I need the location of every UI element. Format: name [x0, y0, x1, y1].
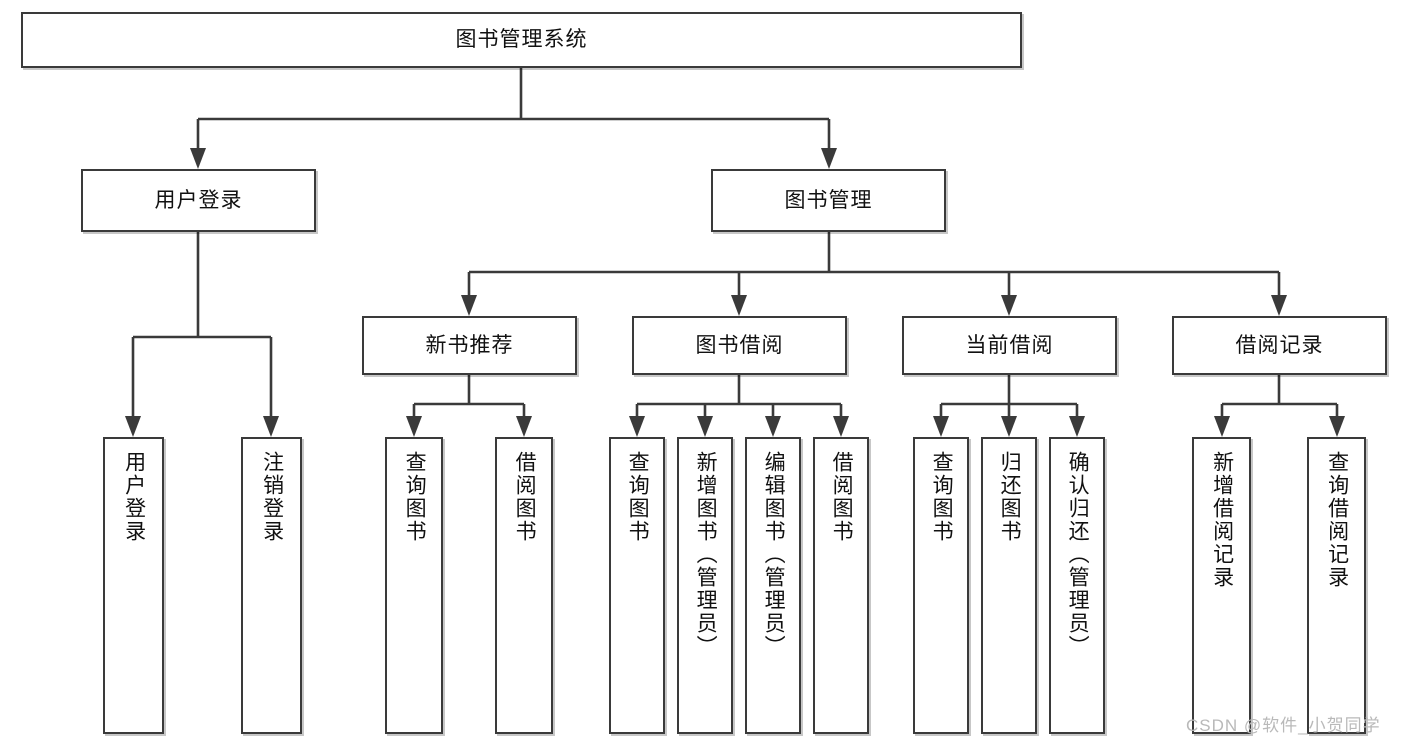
node-user-login[interactable]: 用户登录 [81, 169, 316, 232]
node-leaf-add-book[interactable]: 新增图书（管理员） [677, 437, 733, 734]
node-label: 用户登录 [154, 188, 243, 212]
node-leaf-edit-book[interactable]: 编辑图书（管理员） [745, 437, 801, 734]
node-label: 归还图书 [998, 451, 1022, 543]
node-book-borrow[interactable]: 图书借阅 [632, 316, 847, 375]
node-leaf-logout-login[interactable]: 注销登录 [241, 437, 302, 734]
node-root-book-management-system[interactable]: 图书管理系统 [21, 12, 1022, 68]
node-label: 查询图书 [930, 451, 954, 543]
node-label: 查询图书 [403, 451, 427, 543]
node-label: 确认归还（管理员） [1066, 451, 1090, 658]
node-label: 新书推荐 [425, 333, 514, 357]
node-label: 新增借阅记录 [1210, 451, 1234, 589]
node-label: 当前借阅 [965, 333, 1054, 357]
node-label: 用户登录 [122, 451, 146, 543]
csdn-watermark: CSDN @软件_小贺同学 [1186, 716, 1381, 735]
node-leaf-return-book[interactable]: 归还图书 [981, 437, 1037, 734]
node-label: 借阅图书 [830, 451, 854, 543]
node-label: 注销登录 [260, 451, 284, 543]
node-borrow-record[interactable]: 借阅记录 [1172, 316, 1387, 375]
node-book-management[interactable]: 图书管理 [711, 169, 946, 232]
node-leaf-borrow-book-2[interactable]: 借阅图书 [813, 437, 869, 734]
node-leaf-confirm-return[interactable]: 确认归还（管理员） [1049, 437, 1105, 734]
node-label: 图书管理 [784, 188, 873, 212]
node-leaf-query-record[interactable]: 查询借阅记录 [1307, 437, 1366, 734]
node-label: 编辑图书（管理员） [762, 451, 786, 658]
node-label: 图书借阅 [695, 333, 784, 357]
node-label: 查询借阅记录 [1325, 451, 1349, 589]
node-leaf-query-book-2[interactable]: 查询图书 [609, 437, 665, 734]
node-leaf-user-login[interactable]: 用户登录 [103, 437, 164, 734]
node-label: 借阅记录 [1235, 333, 1324, 357]
node-label: 查询图书 [626, 451, 650, 543]
node-label: 借阅图书 [513, 451, 537, 543]
node-label: 新增图书（管理员） [694, 451, 718, 658]
node-leaf-query-book-1[interactable]: 查询图书 [385, 437, 443, 734]
node-current-borrow[interactable]: 当前借阅 [902, 316, 1117, 375]
node-leaf-add-record[interactable]: 新增借阅记录 [1192, 437, 1251, 734]
node-label: 图书管理系统 [455, 28, 588, 52]
node-leaf-query-book-3[interactable]: 查询图书 [913, 437, 969, 734]
node-leaf-borrow-book-1[interactable]: 借阅图书 [495, 437, 553, 734]
node-new-book-recommend[interactable]: 新书推荐 [362, 316, 577, 375]
